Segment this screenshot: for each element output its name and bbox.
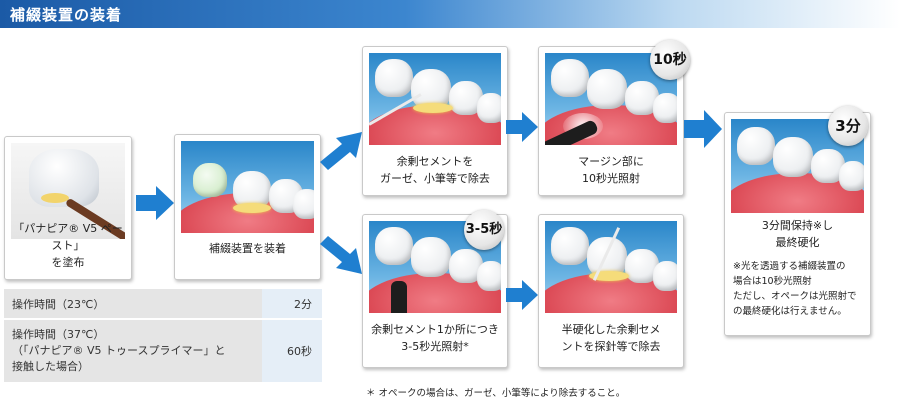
- arrow-right-icon: [684, 110, 722, 148]
- step-card-remove-top: 余剰セメントを ガーゼ、小筆等で除去: [362, 46, 508, 196]
- tack-cure-caption-line1: 余剰セメント1か所につき: [371, 323, 499, 336]
- step-card-final: 3分間保持※し 最終硬化 ※光を透過する補綴装置の 場合は10秒光照射 ただし、…: [724, 112, 871, 336]
- final-note-line4: の最終硬化は行えません。: [733, 306, 847, 317]
- margin-light-caption: マージン部に 10秒光照射: [543, 153, 679, 187]
- table-row: 操作時間（37℃） （「パナピア® V5 トゥースプライマー」と 接触した場合）…: [4, 319, 322, 384]
- remove-top-caption-line2: ガーゼ、小筆等で除去: [380, 172, 490, 185]
- paste-illustration: [11, 143, 125, 239]
- footnote: ＊ オペークの場合は、ガーゼ、小筆等により除去すること。: [366, 388, 626, 399]
- table-label: 操作時間（37℃） （「パナピア® V5 トゥースプライマー」と 接触した場合）: [4, 319, 262, 384]
- final-note-line1: ※光を透過する補綴装置の: [733, 261, 846, 272]
- margin-light-caption-line2: 10秒光照射: [582, 172, 640, 185]
- arrow-right-icon: [506, 280, 538, 310]
- time-badge-3-5s: 3-5秒: [464, 210, 504, 250]
- table-label-line3: 接触した場合）: [12, 360, 89, 373]
- table-value: 2分: [262, 289, 322, 320]
- arrow-down-right-icon: [320, 236, 362, 274]
- step-card-paste: 「パナピア® V5 ペースト」 を塗布: [4, 136, 132, 280]
- arrow-right-icon: [506, 112, 538, 142]
- arrow-right-icon: [136, 186, 174, 220]
- remove-bottom-caption-line1: 半硬化した余剰セメ: [561, 323, 661, 336]
- final-caption-line1: 3分間保持※し: [761, 219, 834, 232]
- step-card-remove-bottom: 半硬化した余剰セメ ントを探針等で除去: [538, 214, 684, 368]
- remove-bottom-caption: 半硬化した余剰セメ ントを探針等で除去: [543, 321, 679, 355]
- paste-caption-line2: を塗布: [51, 256, 85, 269]
- remove-top-caption: 余剰セメントを ガーゼ、小筆等で除去: [367, 153, 503, 187]
- remove-bottom-caption-line2: ントを探針等で除去: [561, 340, 661, 353]
- section-title: 補綴装置の装着: [10, 6, 123, 24]
- final-caption-line2: 最終硬化: [775, 236, 820, 249]
- tack-cure-caption-line2: 3-5秒光照射*: [401, 340, 469, 353]
- time-badge-3min: 3分: [828, 106, 868, 146]
- table-row: 操作時間（23℃） 2分: [4, 289, 322, 320]
- arrow-up-right-icon: [320, 132, 362, 170]
- final-note-line3: ただし、オペークは光照射で: [733, 291, 857, 302]
- final-caption: 3分間保持※し 最終硬化: [729, 217, 866, 251]
- final-note: ※光を透過する補綴装置の 場合は10秒光照射 ただし、オペークは光照射で の最終…: [733, 259, 866, 319]
- table-label: 操作時間（23℃）: [4, 289, 262, 320]
- remove-top-caption-line1: 余剰セメントを: [396, 155, 474, 168]
- paste-caption: 「パナピア® V5 ペースト」 を塗布: [9, 220, 127, 271]
- tack-cure-caption: 余剰セメント1か所につき 3-5秒光照射*: [367, 321, 503, 355]
- remove-bottom-illustration: [545, 221, 677, 313]
- table-label-line2: （「パナピア® V5 トゥースプライマー」と: [12, 344, 226, 357]
- remove-top-illustration: [369, 53, 501, 145]
- step-card-seat: 補綴装置を装着: [174, 134, 321, 280]
- time-badge-10s: 10秒: [650, 40, 690, 80]
- seat-caption: 補綴装置を装着: [179, 240, 316, 257]
- seat-caption-line1: 補綴装置を装着: [209, 242, 286, 255]
- margin-light-caption-line1: マージン部に: [578, 155, 644, 168]
- final-note-line2: 場合は10秒光照射: [733, 276, 812, 287]
- table-value: 60秒: [262, 319, 322, 384]
- seat-illustration: [181, 141, 314, 233]
- table-label-line1: 操作時間（37℃）: [12, 328, 105, 341]
- section-header: 補綴装置の装着: [0, 0, 900, 28]
- working-time-table: 操作時間（23℃） 2分 操作時間（37℃） （「パナピア® V5 トゥースプラ…: [4, 289, 322, 384]
- tack-cure-illustration: [369, 221, 501, 313]
- paste-caption-line1: 「パナピア® V5 ペースト」: [13, 222, 123, 252]
